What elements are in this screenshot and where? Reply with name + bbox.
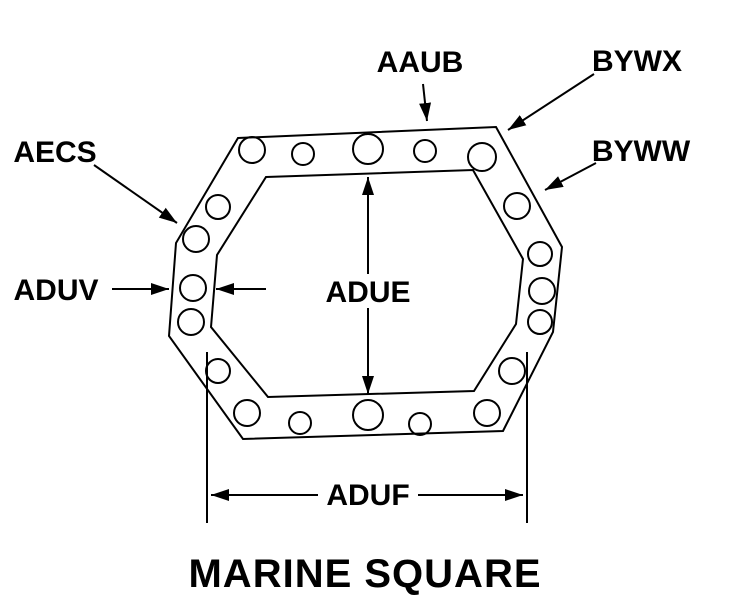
bolt-holes xyxy=(177,133,556,436)
bolt-hole xyxy=(527,241,553,267)
bolt-hole xyxy=(408,412,432,436)
bolt-hole xyxy=(352,133,384,165)
bolt-hole xyxy=(205,358,231,384)
bolt-hole xyxy=(498,357,526,385)
bolt-hole xyxy=(205,194,231,220)
aduf-extension-lines xyxy=(206,352,528,523)
aduv-callout: ADUV xyxy=(13,274,266,307)
aaub-callout: AAUB xyxy=(377,46,464,122)
bywx-arrow xyxy=(507,73,595,131)
byww-arrow xyxy=(544,162,597,191)
bolt-hole xyxy=(473,399,501,427)
aaub-arrow xyxy=(419,83,432,122)
bolt-hole xyxy=(288,411,312,435)
bolt-hole xyxy=(528,277,556,305)
aecs-label: AECS xyxy=(13,136,96,169)
bolt-hole xyxy=(503,192,531,220)
byww-label: BYWW xyxy=(592,135,691,168)
gasket-outline xyxy=(167,125,564,441)
gasket-outer-octagon xyxy=(167,125,564,441)
bolt-hole xyxy=(238,136,266,164)
bywx-label: BYWX xyxy=(592,45,682,78)
aaub-label: AAUB xyxy=(377,46,464,79)
aduf-dimension: ADUF xyxy=(211,479,523,512)
aecs-arrow xyxy=(93,164,178,224)
adue-dimension: ADUE xyxy=(325,177,411,394)
diagram-title: MARINE SQUARE xyxy=(188,552,541,596)
bolt-hole-aduv xyxy=(177,308,205,336)
aduf-label: ADUF xyxy=(326,479,409,512)
bolt-hole xyxy=(467,142,497,172)
bolt-hole xyxy=(291,142,315,166)
bywx-callout: BYWX xyxy=(507,45,682,131)
bolt-hole xyxy=(233,399,261,427)
bolt-hole xyxy=(413,139,437,163)
byww-callout: BYWW xyxy=(544,135,691,191)
adue-label: ADUE xyxy=(325,276,410,309)
bolt-hole xyxy=(179,274,207,302)
gasket-inner-octagon xyxy=(209,168,525,399)
bolt-hole xyxy=(182,225,210,253)
bolt-hole xyxy=(352,399,384,431)
aduv-label: ADUV xyxy=(13,274,98,307)
bolt-hole xyxy=(527,309,553,335)
aecs-callout: AECS xyxy=(13,136,178,224)
